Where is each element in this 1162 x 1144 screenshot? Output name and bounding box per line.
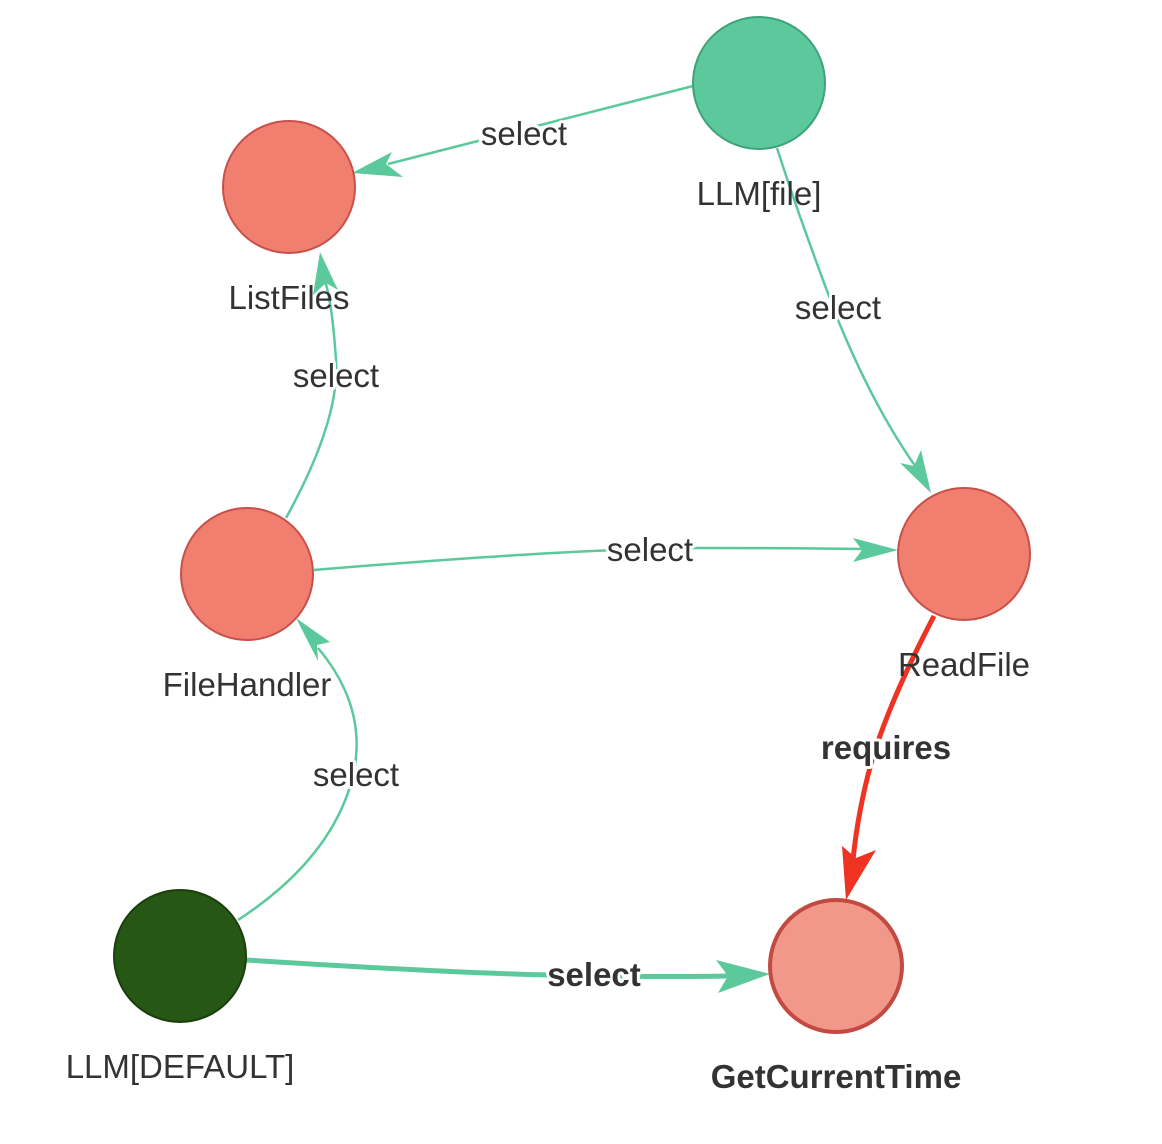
node-label-llm-file: LLM[file] xyxy=(697,175,822,212)
arrow-read-file-to-get-current-time xyxy=(842,846,876,900)
node-llm-file[interactable] xyxy=(692,16,826,150)
edge-label-read-file-to-get-current-time: requires xyxy=(821,729,951,766)
edge-label-llm-default-to-file-handler: select xyxy=(313,756,399,793)
edge-llm-default-to-get-current-time[interactable] xyxy=(245,957,729,979)
edge-label-llm-file-to-read-file: select xyxy=(795,289,881,326)
edge-label-file-handler-to-list-files: select xyxy=(293,357,379,394)
node-file-handler[interactable] xyxy=(180,507,314,641)
edge-file-handler-to-list-files[interactable] xyxy=(284,277,338,519)
edge-read-file-to-get-current-time[interactable] xyxy=(850,614,937,861)
node-list-files[interactable] xyxy=(222,120,356,254)
edge-llm-file-to-list-files[interactable] xyxy=(387,84,694,166)
edge-labels: select select select select select selec… xyxy=(290,112,954,996)
node-label-get-current-time: GetCurrentTime xyxy=(711,1058,962,1095)
edge-label-llm-file-to-list-files: select xyxy=(481,115,567,152)
arrow-file-handler-to-read-file xyxy=(853,538,898,562)
node-get-current-time[interactable] xyxy=(768,898,904,1034)
edge-llm-file-to-read-file[interactable] xyxy=(775,147,920,471)
node-labels: LLM[file] ListFiles FileHandler ReadFile… xyxy=(66,175,1030,1095)
node-label-llm-default: LLM[DEFAULT] xyxy=(66,1048,295,1085)
node-label-list-files: ListFiles xyxy=(228,279,349,316)
node-llm-default[interactable] xyxy=(113,889,247,1023)
edge-file-handler-to-read-file[interactable] xyxy=(313,546,866,572)
node-label-file-handler: FileHandler xyxy=(163,666,332,703)
arrow-llm-file-to-list-files xyxy=(352,152,403,177)
nodes xyxy=(113,16,1031,1034)
edge-label-llm-default-to-get-current-time: select xyxy=(547,956,641,993)
arrow-llm-default-to-get-current-time xyxy=(716,960,770,993)
node-read-file[interactable] xyxy=(897,487,1031,621)
edges xyxy=(237,84,937,993)
arrow-llm-file-to-read-file xyxy=(900,450,931,493)
arrow-file-handler-to-list-files xyxy=(313,252,338,295)
edge-label-file-handler-to-read-file: select xyxy=(607,531,693,568)
arrow-llm-default-to-file-handler xyxy=(296,618,330,661)
node-label-read-file: ReadFile xyxy=(898,646,1030,683)
edge-llm-default-to-file-handler[interactable] xyxy=(237,647,358,922)
